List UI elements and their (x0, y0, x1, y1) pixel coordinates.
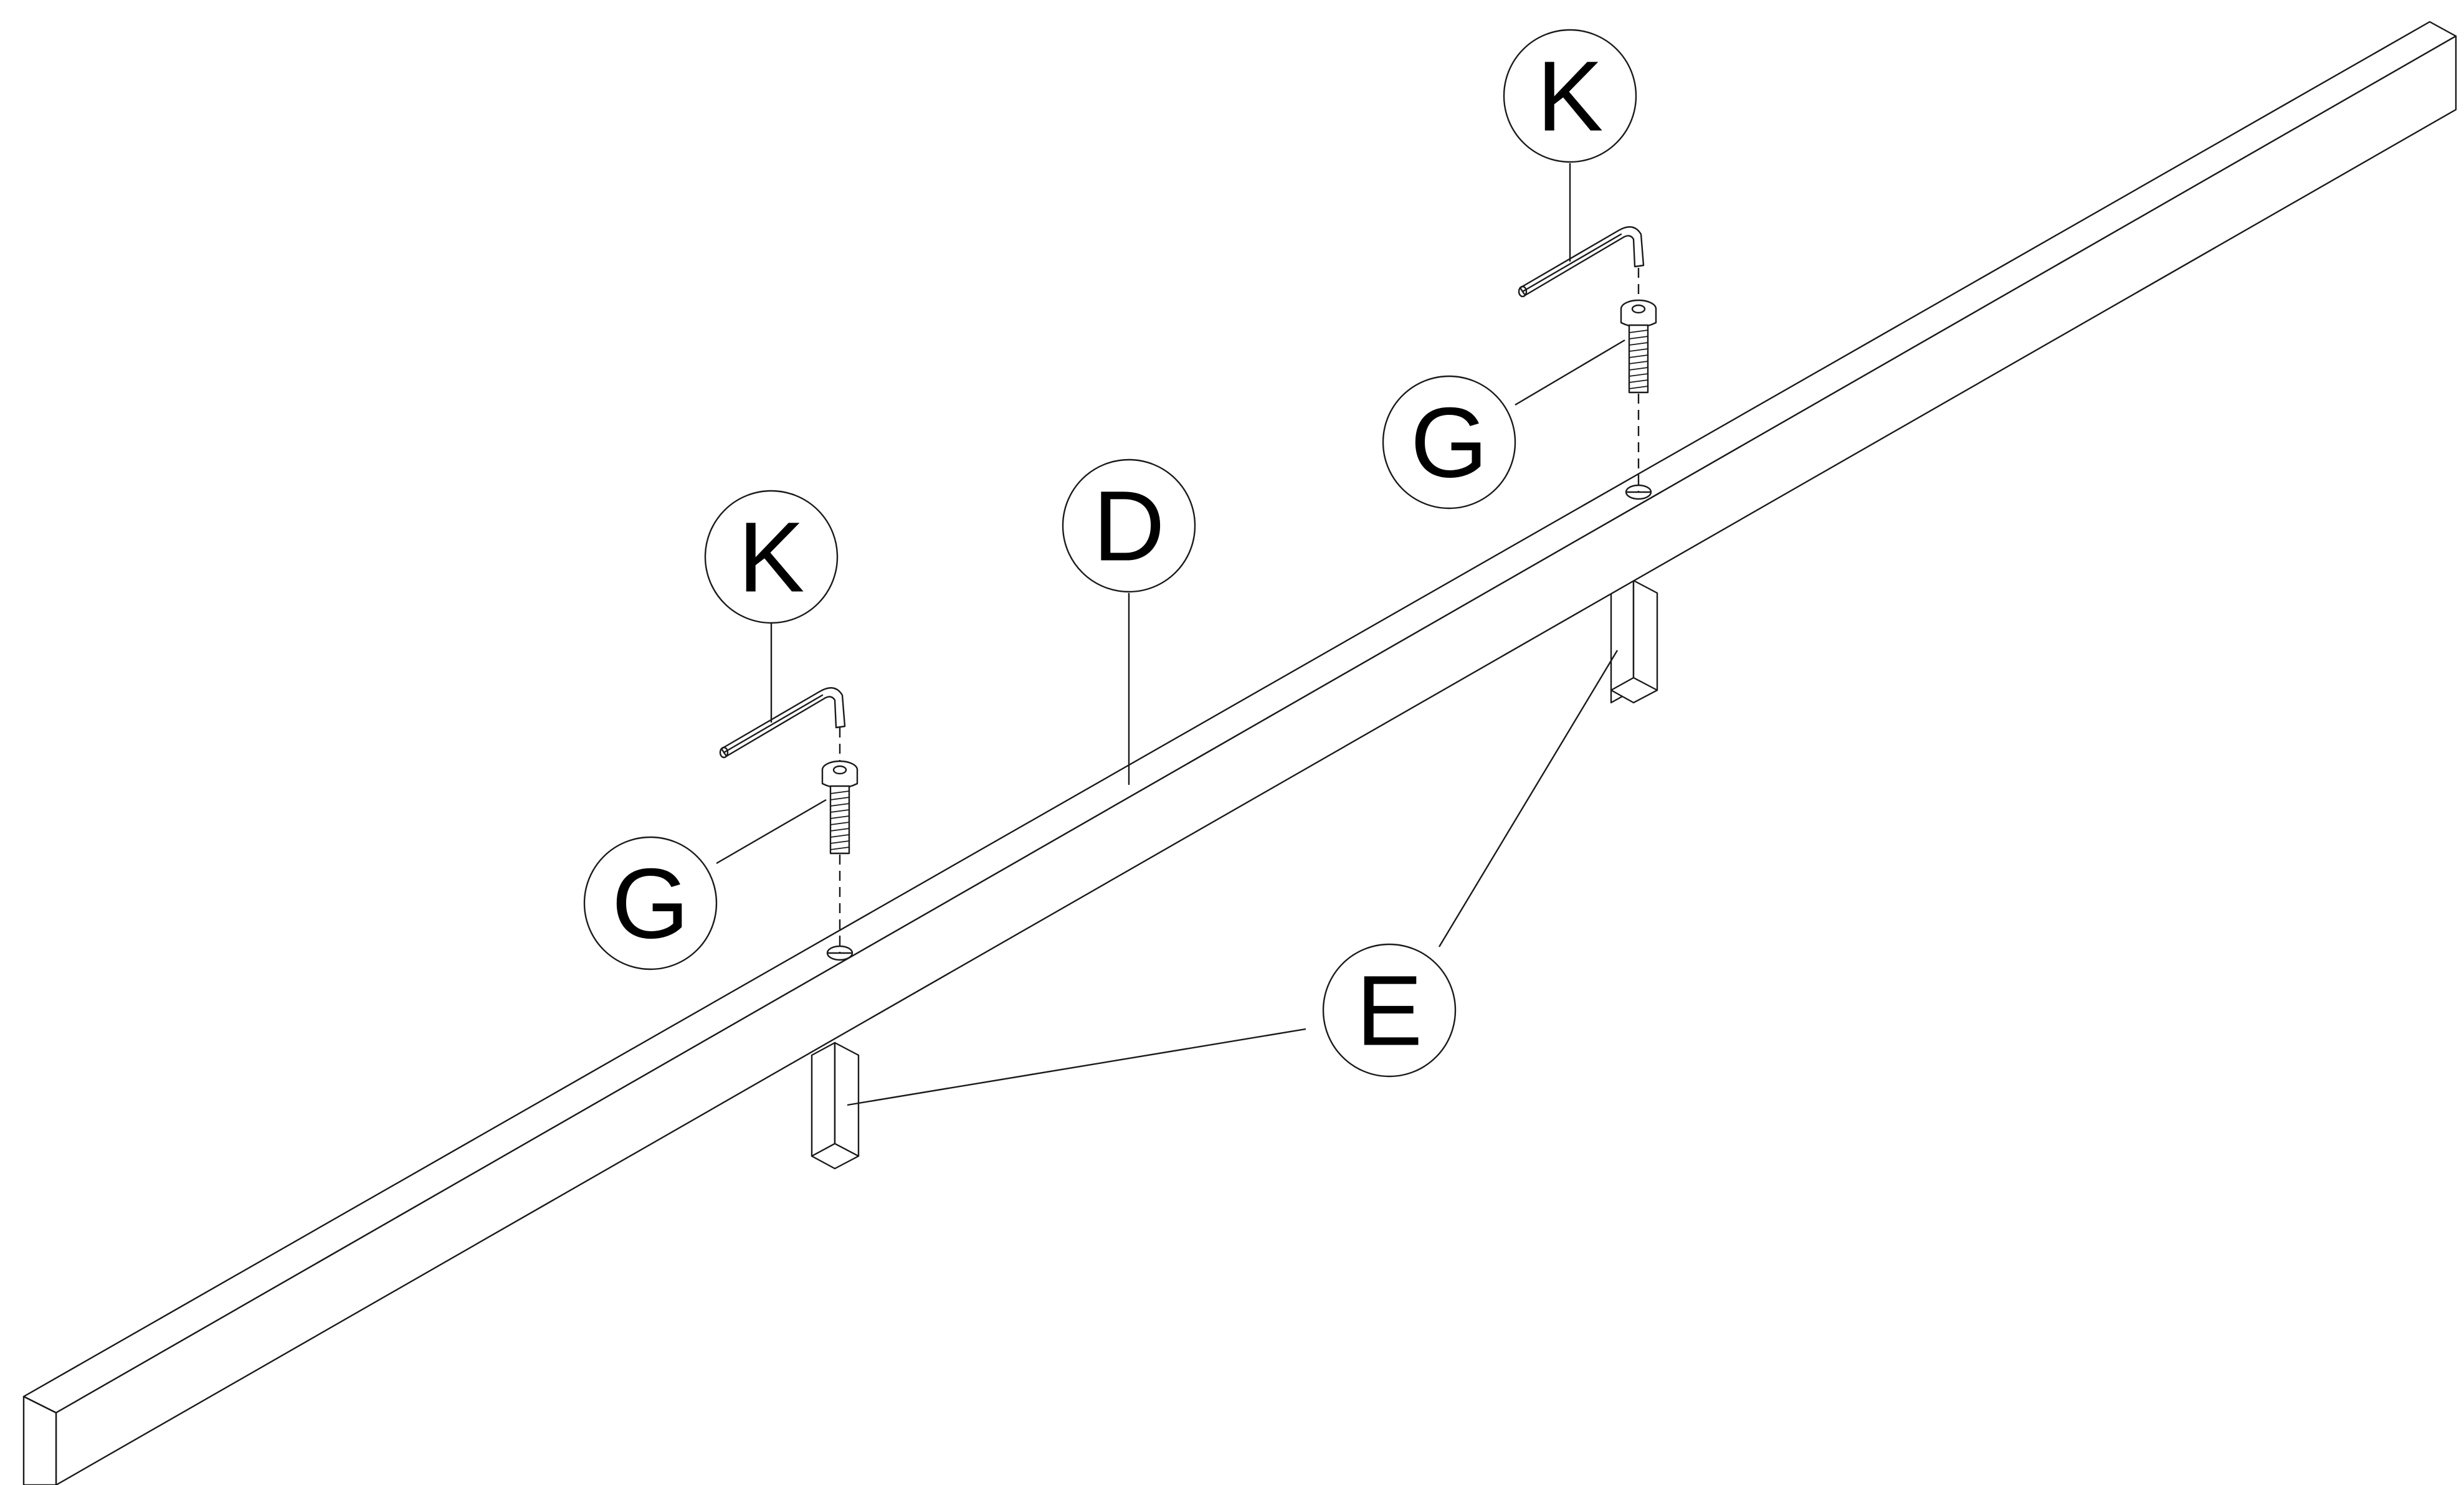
leg-left (811, 1041, 860, 1170)
callout-e: E (1322, 943, 1457, 1078)
callout-e-label: E (1356, 955, 1423, 1066)
screw-right (1620, 299, 1657, 394)
callout-d-label: D (1093, 470, 1165, 582)
hex-key-right (1518, 226, 1645, 298)
hole-left (826, 945, 854, 961)
callout-k-left: K (704, 490, 839, 624)
beam (22, 21, 2457, 1485)
leader-g-right (1515, 339, 1625, 406)
callout-k-right-label: K (1537, 40, 1604, 152)
callout-k-left-label: K (738, 501, 805, 613)
hex-key-left (719, 687, 846, 759)
leg-right (1610, 579, 1658, 704)
callout-g-right-label: G (1410, 387, 1488, 498)
callout-d: D (1062, 458, 1196, 593)
leader-g-left (716, 799, 827, 865)
callout-g-left-label: G (612, 848, 689, 959)
leader-e-left (847, 1028, 1306, 1106)
callout-g-right: G (1382, 375, 1516, 510)
callout-g-left: G (583, 836, 718, 970)
screw-left (821, 760, 859, 855)
hole-right (1625, 484, 1652, 500)
leader-e-right (1438, 650, 1619, 947)
callout-k-right: K (1503, 29, 1637, 163)
